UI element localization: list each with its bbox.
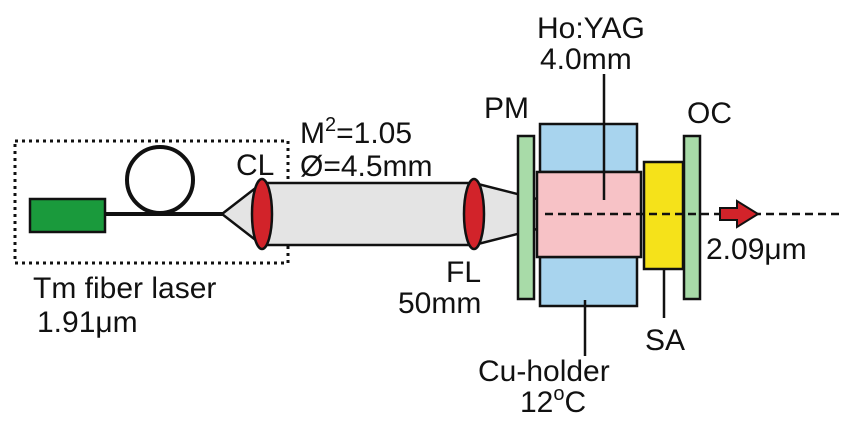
cu-holder-top [538, 122, 639, 174]
cl-label: CL [236, 149, 274, 182]
m2-prefix: M [300, 117, 325, 150]
pump-mirror [516, 134, 536, 301]
pm-label: PM [484, 92, 529, 125]
fl-focal-length: 50mm [398, 287, 481, 320]
sa-label: SA [645, 324, 685, 357]
collimating-lens [250, 177, 274, 251]
output-wavelength-label: 2.09μm [706, 233, 807, 266]
output-arrow [719, 199, 760, 229]
collimated-beam [260, 181, 476, 247]
cu-holder-bottom [538, 255, 639, 308]
oc-label: OC [687, 97, 732, 130]
diameter-label: Ø=4.5mm [300, 150, 433, 183]
fiber-laser-enclosure [13, 139, 290, 265]
saturable-absorber [642, 160, 685, 271]
holder-temp-value: 12 [520, 386, 553, 419]
output-coupler [682, 134, 702, 301]
focusing-lens [462, 177, 486, 251]
fl-label: FL [446, 256, 481, 289]
crystal-name-label: Ho:YAG [537, 12, 645, 45]
m2-value: =1.05 [336, 117, 412, 150]
crystal-length-label: 4.0mm [540, 43, 632, 76]
holder-temp-unit: C [565, 386, 587, 419]
m2-label: M2=1.05 [300, 114, 412, 150]
tm-laser-wavelength: 1.91μm [37, 306, 138, 339]
holder-temp-label: 12oC [520, 383, 586, 419]
pump-source-block [28, 197, 107, 234]
holder-temp-degree: o [553, 383, 564, 405]
m2-exponent: 2 [325, 114, 336, 136]
holder-name-label: Cu-holder [478, 355, 610, 388]
tm-laser-label: Tm fiber laser [33, 272, 216, 305]
fiber-coil-loop [125, 145, 195, 215]
